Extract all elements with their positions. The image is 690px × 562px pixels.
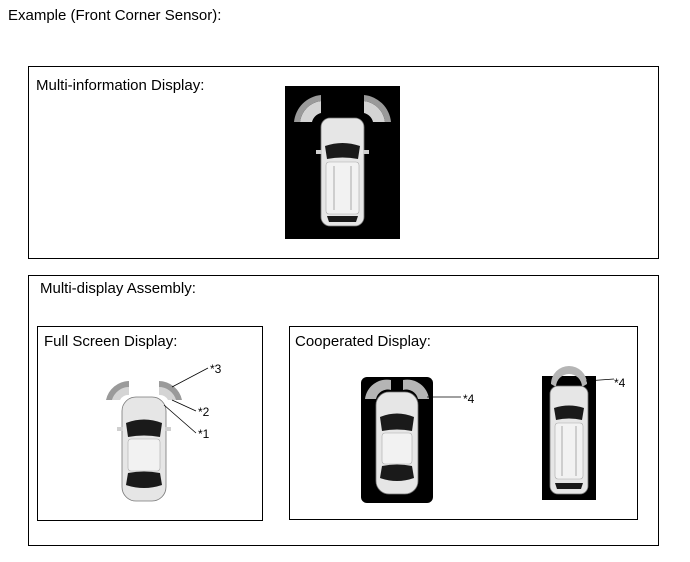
multi-information-display-screen — [285, 86, 400, 239]
multi-information-display-panel — [28, 66, 659, 259]
corner-sensor-segment-icon — [365, 379, 429, 399]
callout-3: *3 — [210, 362, 222, 376]
cooperated-display-panel — [289, 326, 638, 520]
cooperated-display-suv-screen — [542, 366, 615, 500]
sedan-top-view-icon — [375, 391, 419, 495]
multi-display-assembly-panel — [28, 275, 659, 546]
callout-4-sedan: *4 — [463, 392, 475, 406]
page-title: Example (Front Corner Sensor): — [8, 7, 222, 24]
suv-top-view-icon — [316, 117, 369, 227]
corner-sensor-segment-icon — [551, 366, 587, 387]
full-screen-display-label: Full Screen Display: — [44, 333, 178, 350]
full-screen-display-car — [106, 367, 209, 502]
multi-information-display-label: Multi-information Display: — [36, 77, 205, 94]
callout-2: *2 — [198, 405, 210, 419]
leader-lines — [163, 367, 209, 434]
callout-4-suv: *4 — [614, 376, 626, 390]
cooperated-display-label: Cooperated Display: — [295, 333, 431, 350]
callout-1: *1 — [198, 427, 210, 441]
multi-display-assembly-label: Multi-display Assembly: — [40, 280, 196, 297]
cooperated-display-sedan-screen — [361, 377, 461, 503]
corner-sensor-segment-icon — [294, 95, 391, 122]
corner-sensor-segment-icon — [106, 381, 182, 400]
sedan-top-view-icon — [117, 396, 171, 502]
full-screen-display-panel — [37, 326, 263, 521]
suv-top-view-icon — [549, 385, 589, 495]
